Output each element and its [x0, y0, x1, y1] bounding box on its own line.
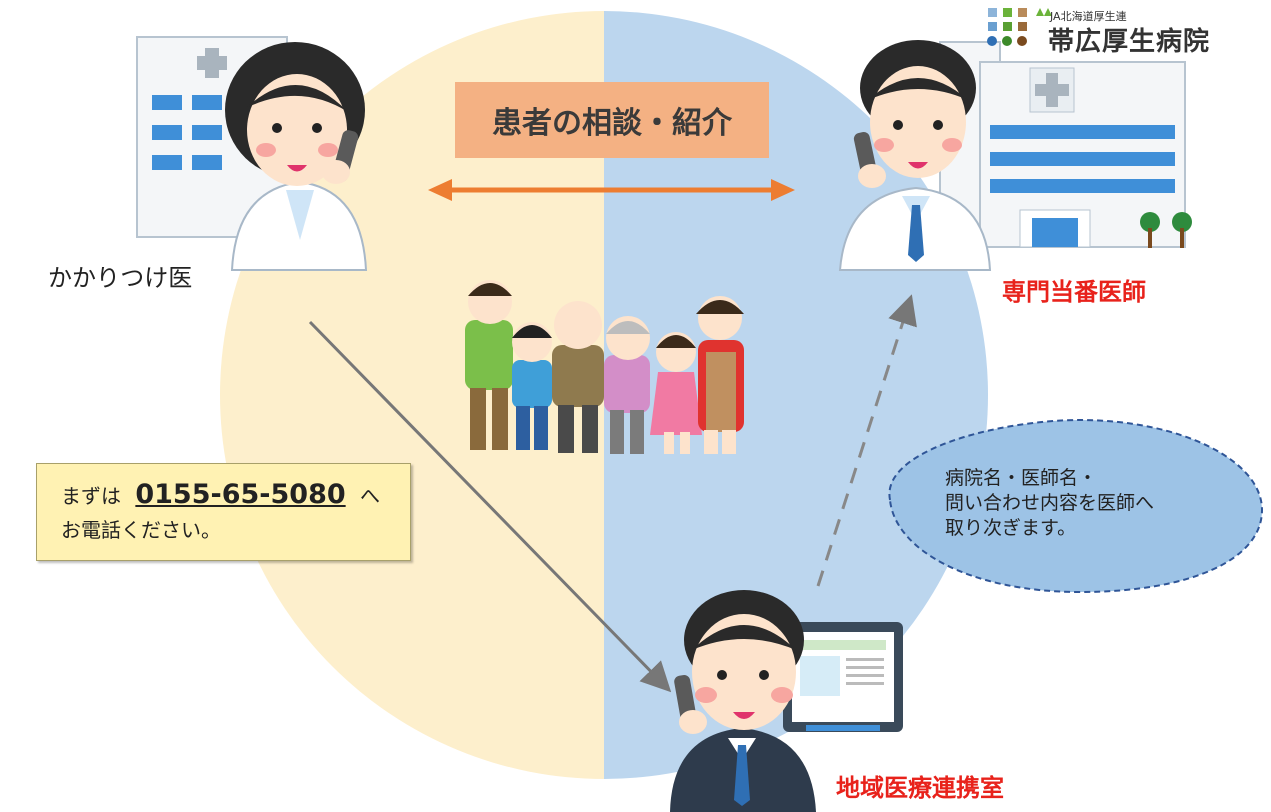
logo-hospital-name: 帯広厚生病院 — [1048, 27, 1211, 57]
phone-suffix: へ — [360, 484, 380, 508]
note-bubble — [888, 418, 1264, 594]
consultation-topic-box: 患者の相談・紹介 — [455, 82, 769, 158]
forward-arrow — [816, 294, 917, 587]
phone-number[interactable]: 0155-65-5080 — [135, 479, 346, 510]
liaison-office-label: 地域医療連携室 — [836, 774, 1004, 802]
call-arrow — [308, 320, 672, 693]
phone-callout-line2: お電話ください。 — [61, 518, 221, 542]
logo-subtitle: JA北海道厚生連 — [1050, 10, 1127, 23]
note-line-2: 問い合わせ内容を医師へ — [945, 492, 1155, 514]
logo-mark — [987, 8, 1052, 46]
consultation-double-arrow — [428, 179, 795, 201]
liaison-staff-illustration — [670, 590, 903, 812]
family-doctor-label: かかりつけ医 — [48, 264, 193, 292]
note-line-1: 病院名・医師名・ — [945, 467, 1098, 489]
phone-callout-box: まずは 0155-65-5080 へ お電話ください。 — [36, 463, 411, 561]
specialist-doctor-illustration — [838, 40, 992, 271]
family-doctor-illustration — [225, 42, 368, 271]
note-line-3: 取り次ぎます。 — [945, 517, 1077, 539]
specialist-label: 専門当番医師 — [1002, 278, 1146, 306]
note-bubble-text: 病院名・医師名・ 問い合わせ内容を医師へ 取り次ぎます。 — [945, 466, 1185, 541]
right-hospital-illustration — [939, 41, 1192, 248]
phone-prefix: まずは — [61, 484, 121, 508]
patient-family-illustration — [465, 280, 744, 454]
